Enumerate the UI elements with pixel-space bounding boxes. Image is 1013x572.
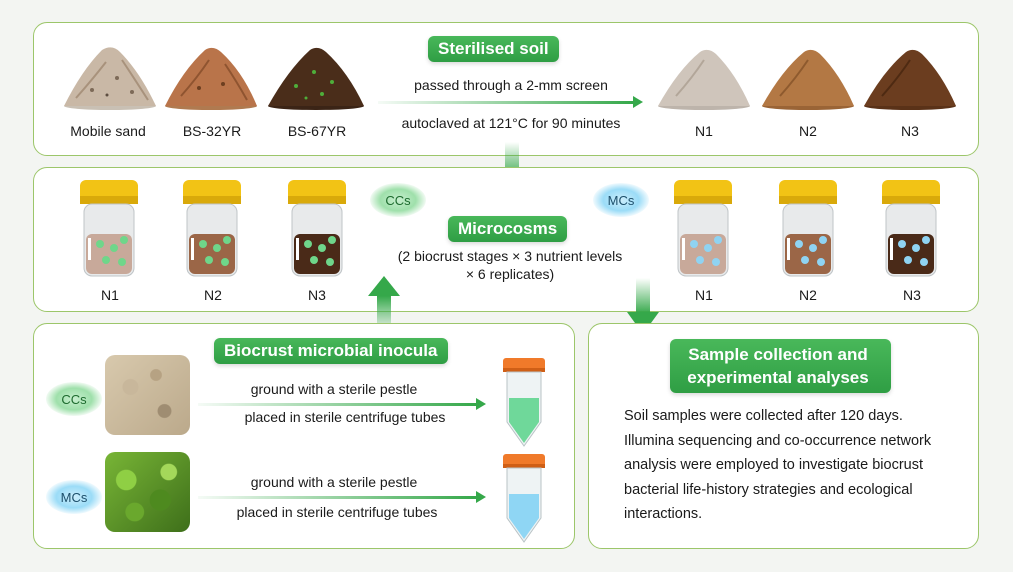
mc-tag-inocula: MCs (46, 480, 102, 514)
n3-soil-pile-icon (864, 49, 956, 110)
cc-step-tube-text: placed in sterile centrifuge tubes (244, 409, 446, 425)
n1-soil-pile-icon (658, 49, 750, 110)
cc-jar-n2-icon (183, 180, 241, 277)
mc-tag-middle: MCs (593, 183, 649, 217)
mc-inocula-arrow-head-icon (476, 491, 486, 503)
cc-jar-n3-icon (288, 180, 346, 277)
sterilised-soil-title: Sterilised soil (428, 36, 559, 62)
cc-step-grind-text: ground with a sterile pestle (250, 381, 418, 397)
cc-jar-label-n3: N3 (308, 287, 326, 303)
analysis-line-3: analysis were employed to investigate bi… (624, 457, 924, 473)
output-label-n1: N1 (695, 123, 713, 139)
cc-tag-middle: CCs (370, 183, 426, 217)
analysis-title-line2: experimental analyses (687, 368, 869, 387)
n2-soil-pile-icon (762, 49, 854, 110)
mc-crust-photo (105, 452, 190, 532)
source-label-mobile-sand: Mobile sand (70, 123, 146, 139)
mc-jar-label-n2: N2 (799, 287, 817, 303)
cc-inocula-arrow-line (198, 403, 476, 406)
bs67yr-soil-pile-icon (268, 47, 364, 110)
mc-jar-label-n3: N3 (903, 287, 921, 303)
bs32yr-soil-pile-icon (165, 47, 257, 110)
source-label-bs32yr: BS-32YR (182, 123, 242, 139)
output-label-n2: N2 (799, 123, 817, 139)
cc-crust-photo (105, 355, 190, 435)
cc-centrifuge-tube-icon (503, 358, 545, 447)
analysis-line-4: bacterial life-history strategies and ec… (624, 482, 913, 498)
output-label-n3: N3 (901, 123, 919, 139)
cc-tag-inocula: CCs (46, 382, 102, 416)
analysis-line-5: interactions. (624, 506, 703, 522)
mc-step-grind-text: ground with a sterile pestle (250, 474, 418, 490)
cc-inocula-arrow-head-icon (476, 398, 486, 410)
microcosms-desc-line1: (2 biocrust stages × 3 nutrient levels (397, 248, 623, 264)
source-label-bs67yr: BS-67YR (287, 123, 347, 139)
inocula-title: Biocrust microbial inocula (214, 338, 448, 364)
step-autoclave-text: autoclaved at 121°C for 90 minutes (401, 115, 621, 131)
mc-jar-label-n1: N1 (695, 287, 713, 303)
analysis-line-2: Illumina sequencing and co-occurrence ne… (624, 433, 932, 449)
cc-jar-label-n1: N1 (101, 287, 119, 303)
analysis-title-box (670, 339, 891, 393)
mc-jar-n1-icon (674, 180, 732, 277)
cc-jar-label-n2: N2 (204, 287, 222, 303)
mobile-sand-pile-icon (64, 47, 156, 110)
sterilise-arrow-line (378, 101, 633, 104)
mc-jar-n2-icon (779, 180, 837, 277)
cc-jar-n1-icon (80, 180, 138, 277)
mc-step-tube-text: placed in sterile centrifuge tubes (236, 504, 438, 520)
step-screen-text: passed through a 2-mm screen (414, 77, 608, 93)
mc-jar-n3-icon (882, 180, 940, 277)
microcosms-desc-line2: × 6 replicates) (465, 266, 555, 282)
microcosms-title: Microcosms (448, 216, 568, 242)
sterilise-arrow-head-icon (633, 96, 643, 108)
analysis-title-line1: Sample collection and (688, 345, 868, 364)
analysis-line-1: Soil samples were collected after 120 da… (624, 408, 903, 424)
mc-inocula-arrow-line (198, 496, 476, 499)
mc-centrifuge-tube-icon (503, 454, 545, 543)
